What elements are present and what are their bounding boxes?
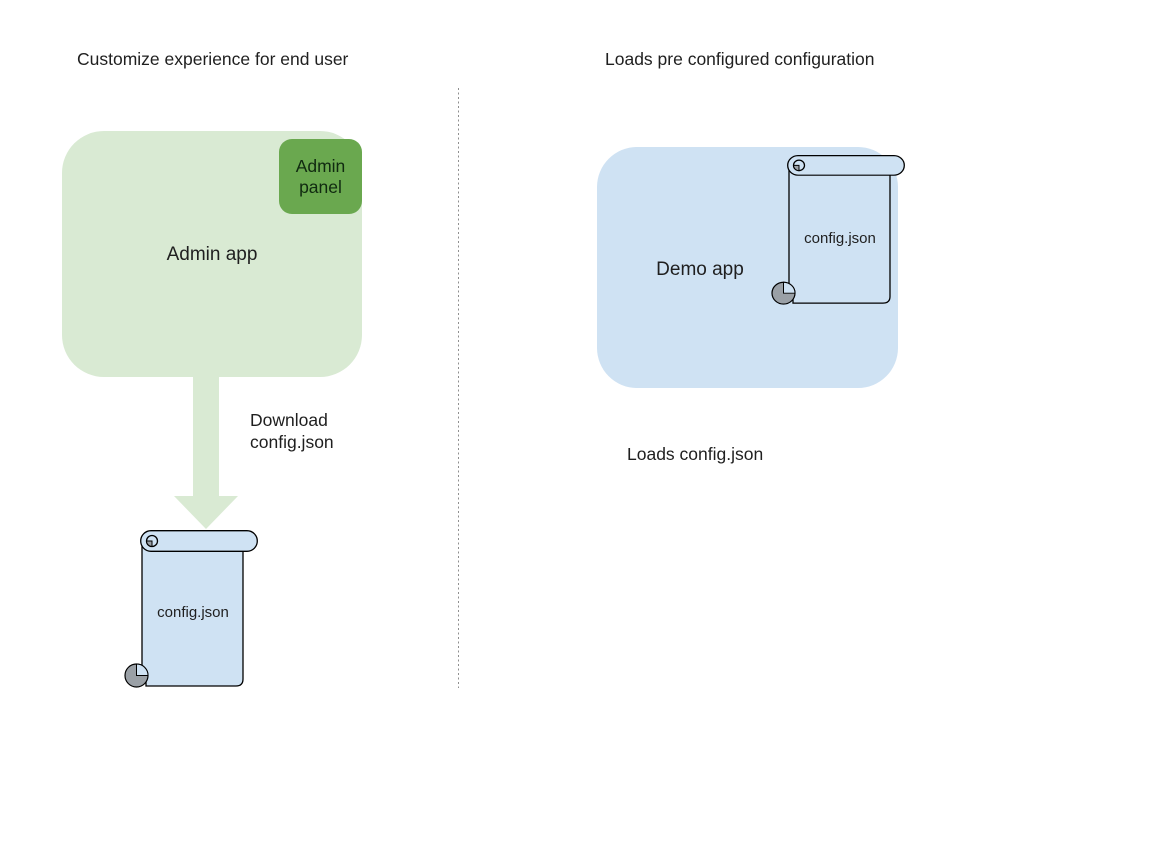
left-section-heading: Customize experience for end user [77,49,349,69]
admin-panel-label: Admin panel [295,155,346,197]
download-arrow-shaft [193,376,219,496]
admin-app-label: Admin app [166,244,258,265]
demo-app-label: Demo app [656,259,744,280]
admin-panel-box: Admin panel [279,139,362,214]
loads-config-caption: Loads config.json [627,444,764,464]
right-scroll-label: config.json [804,230,876,247]
download-arrow-head-icon [174,496,238,529]
download-arrow-label: Download config.json [250,410,334,452]
right-section-heading: Loads pre configured configuration [605,49,875,69]
section-divider [458,88,459,688]
left-scroll-label: config.json [157,604,229,621]
